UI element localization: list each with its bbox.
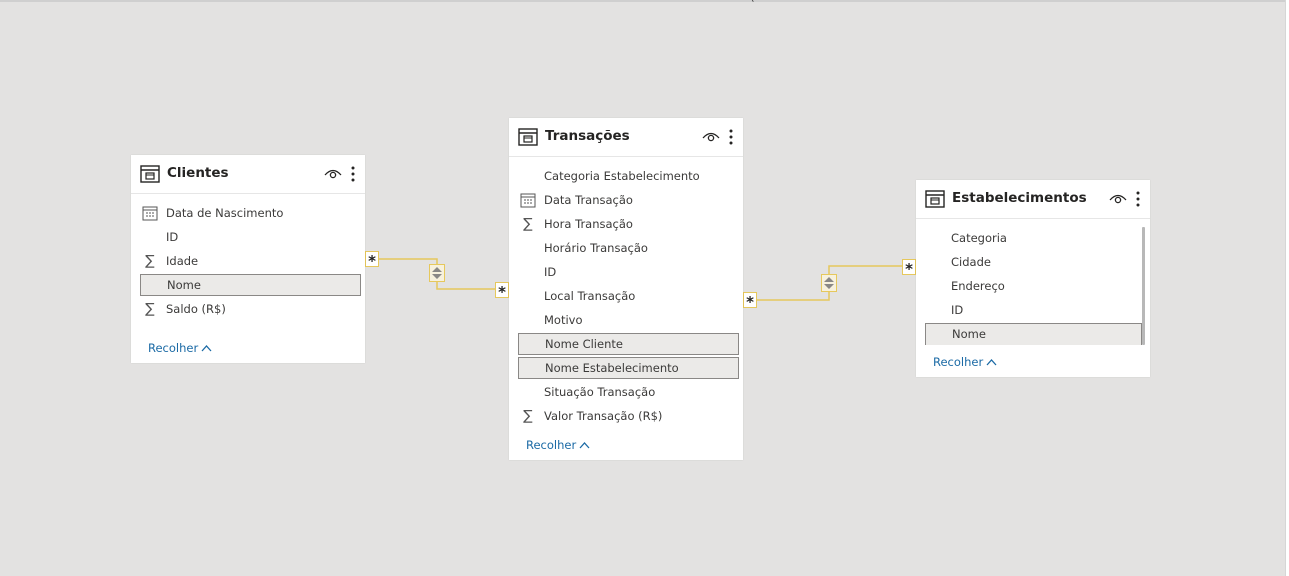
field-label: Horário Transação [544, 241, 648, 255]
table-header[interactable]: Transações [509, 118, 743, 157]
field-nome[interactable]: Nome [140, 274, 361, 296]
collapse-button[interactable]: Recolher [148, 341, 212, 355]
chevron-up-icon [579, 442, 590, 449]
field-nome-estabelecimento[interactable]: Nome Estabelecimento [518, 357, 739, 379]
table-card-clientes[interactable]: Clientes Data de Nascimento ID ∑ Idade N… [131, 155, 365, 363]
cardinality-many-marker[interactable]: * [902, 259, 916, 278]
visibility-eye-icon[interactable] [702, 131, 720, 143]
collapse-button[interactable]: Recolher [526, 438, 590, 452]
field-categoria-estabelecimento[interactable]: Categoria Estabelecimento [518, 165, 738, 187]
field-valor-transacao[interactable]: ∑ Valor Transação (R$) [518, 405, 738, 427]
collapse-button[interactable]: Recolher [933, 355, 997, 369]
field-id[interactable]: ID [518, 261, 738, 283]
field-id[interactable]: ID [925, 299, 1140, 321]
field-label: ID [951, 303, 964, 317]
field-label: Nome [167, 278, 201, 292]
collapse-label: Recolher [933, 355, 984, 369]
table-title: Estabelecimentos [952, 190, 1087, 206]
right-pane-edge [1285, 0, 1289, 576]
field-nome-cliente[interactable]: Nome Cliente [518, 333, 739, 355]
more-options-icon[interactable] [728, 128, 734, 146]
cardinality-many-marker[interactable]: * [495, 282, 509, 301]
visibility-eye-icon[interactable] [1109, 193, 1127, 205]
cardinality-many-marker[interactable]: * [743, 292, 757, 311]
more-options-icon[interactable] [350, 165, 356, 183]
field-label: Idade [166, 254, 199, 268]
table-card-estabelecimentos[interactable]: Estabelecimentos Categoria Cidade Endere… [916, 180, 1150, 377]
field-saldo[interactable]: ∑ Saldo (R$) [140, 298, 360, 320]
field-situacao-transacao[interactable]: Situação Transação [518, 381, 738, 403]
chevron-up-icon [201, 345, 212, 352]
field-label: Local Transação [544, 289, 636, 303]
table-icon [140, 165, 160, 183]
field-label: Situação Transação [544, 385, 656, 399]
field-hora-transacao[interactable]: ∑ Hora Transação [518, 213, 738, 235]
sigma-icon: ∑ [523, 216, 533, 232]
field-label: Nome [952, 327, 986, 341]
field-label: Data de Nascimento [166, 206, 284, 220]
field-idade[interactable]: ∑ Idade [140, 250, 360, 272]
calendar-icon [520, 193, 536, 208]
visibility-eye-icon[interactable] [324, 168, 342, 180]
more-options-icon[interactable] [1135, 190, 1141, 208]
field-label: ID [166, 230, 179, 244]
field-label: Endereço [951, 279, 1005, 293]
collapse-label: Recolher [148, 341, 199, 355]
field-endereco[interactable]: Endereço [925, 275, 1140, 297]
calendar-icon [142, 206, 158, 221]
table-title: Clientes [167, 165, 229, 181]
table-icon [518, 128, 538, 146]
field-label: Categoria Estabelecimento [544, 169, 700, 183]
field-data-transacao[interactable]: Data Transação [518, 189, 738, 211]
canvas-top-border [0, 0, 1289, 2]
cross-filter-both-icon[interactable] [429, 264, 445, 282]
field-nome[interactable]: Nome [925, 323, 1142, 345]
field-label: Motivo [544, 313, 583, 327]
field-label: Cidade [951, 255, 991, 269]
field-list-scrollbar[interactable] [1142, 227, 1145, 345]
field-id[interactable]: ID [140, 226, 360, 248]
field-data-de-nascimento[interactable]: Data de Nascimento [140, 202, 360, 224]
cross-filter-both-icon[interactable] [821, 274, 837, 292]
table-header[interactable]: Estabelecimentos [916, 180, 1150, 219]
field-local-transacao[interactable]: Local Transação [518, 285, 738, 307]
field-label: Data Transação [544, 193, 633, 207]
field-horario-transacao[interactable]: Horário Transação [518, 237, 738, 259]
field-label: ID [544, 265, 557, 279]
table-icon [925, 190, 945, 208]
field-label: Hora Transação [544, 217, 633, 231]
field-label: Valor Transação (R$) [544, 409, 663, 423]
table-header[interactable]: Clientes [131, 155, 365, 194]
sigma-icon: ∑ [145, 301, 155, 317]
field-label: Saldo (R$) [166, 302, 226, 316]
chevron-up-icon [986, 359, 997, 366]
table-card-transacoes[interactable]: Transações Categoria Estabelecimento Dat… [509, 118, 743, 460]
clipped-top-text: ( [750, 0, 755, 3]
field-cidade[interactable]: Cidade [925, 251, 1140, 273]
cardinality-many-marker[interactable]: * [365, 251, 379, 270]
field-label: Categoria [951, 231, 1007, 245]
sigma-icon: ∑ [523, 408, 533, 424]
table-title: Transações [545, 128, 630, 144]
field-label: Nome Cliente [545, 337, 623, 351]
field-label: Nome Estabelecimento [545, 361, 679, 375]
sigma-icon: ∑ [145, 253, 155, 269]
collapse-label: Recolher [526, 438, 577, 452]
field-categoria[interactable]: Categoria [925, 227, 1140, 249]
field-motivo[interactable]: Motivo [518, 309, 738, 331]
